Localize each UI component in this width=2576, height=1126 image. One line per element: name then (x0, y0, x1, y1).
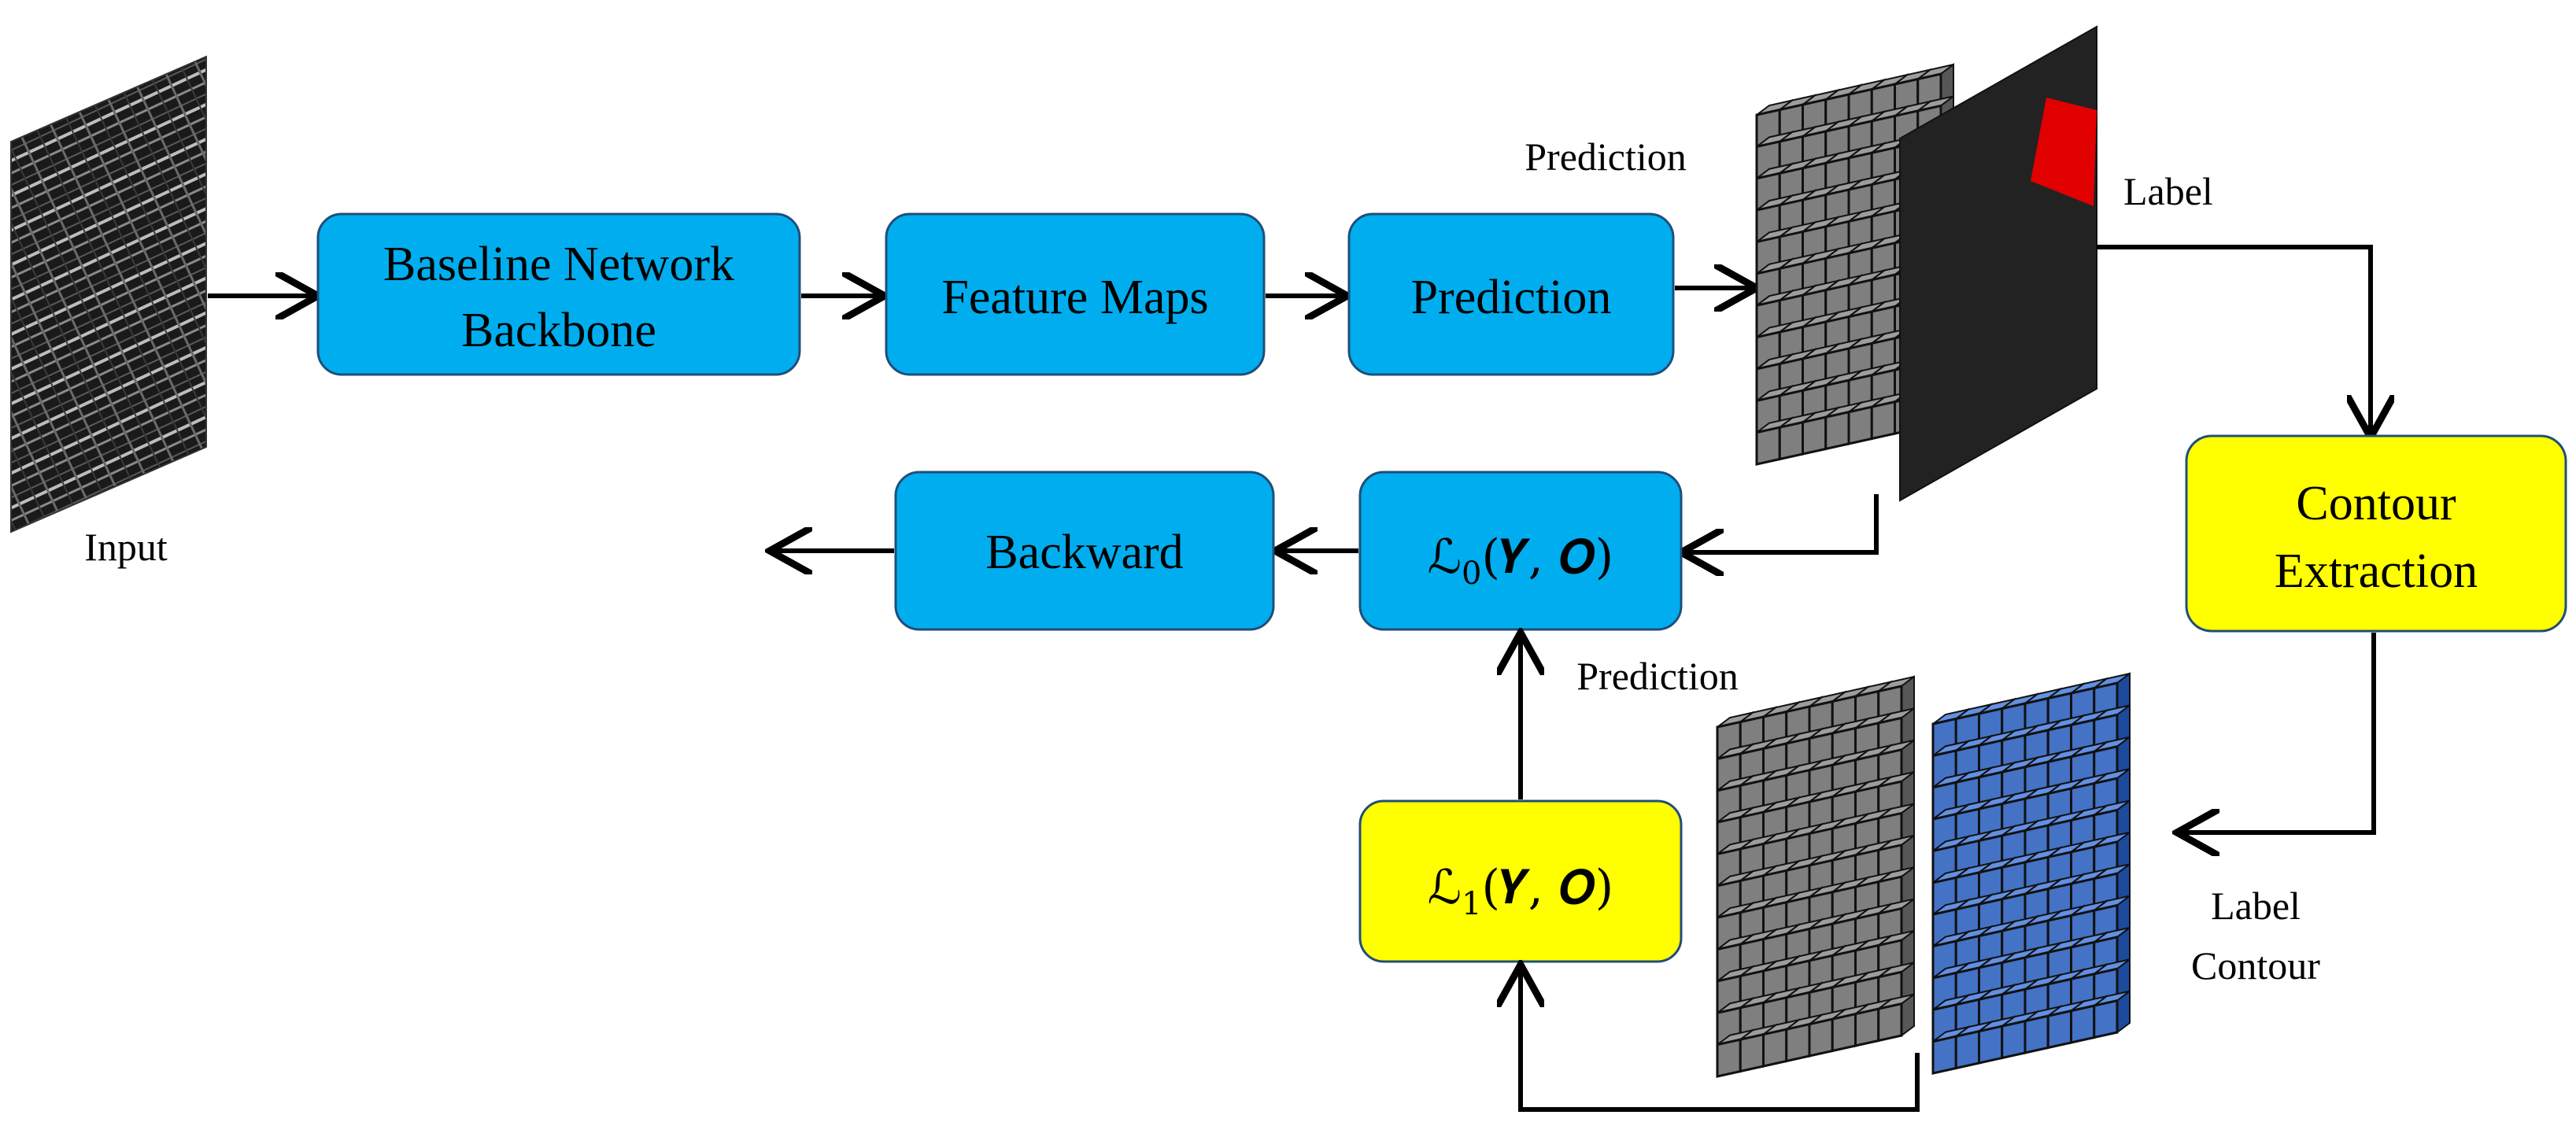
contour-grid-icon (1931, 672, 2131, 1075)
feature-maps-box: Feature Maps (885, 212, 1266, 376)
contour-extraction-line2: Extraction (2275, 545, 2478, 598)
loss0-formula: ℒ0(𝒀, 𝑶) (1428, 530, 1613, 592)
prediction-bottom-label: Prediction (1576, 654, 1739, 698)
arrow-label-to-contour (2097, 245, 2371, 433)
satellite-image-icon (10, 55, 207, 533)
backward-box: Backward (894, 471, 1275, 631)
label-contour-line2: Contour (2191, 943, 2320, 988)
input-label: Input (84, 525, 168, 569)
label-mask-icon (1899, 25, 2097, 502)
prediction-box-label: Prediction (1411, 271, 1612, 324)
arrow-contour-to-labelcontour (2182, 633, 2376, 833)
backward-label: Backward (985, 526, 1183, 579)
contour-extraction-line1: Contour (2296, 477, 2456, 530)
arrow-grids-to-loss1 (1521, 969, 1920, 1112)
contour-extraction-box: Contour Extraction (2185, 434, 2567, 633)
feature-maps-label: Feature Maps (941, 271, 1208, 324)
loss1-box: ℒ1(𝒀, 𝑶) (1358, 799, 1683, 963)
arrow-label-to-loss0 (1686, 494, 1879, 552)
backbone-line2: Backbone (461, 304, 656, 357)
label-top-label: Label (2123, 169, 2213, 213)
grid-tensor-icon (1716, 675, 1915, 1078)
loss0-box: ℒ0(𝒀, 𝑶) (1358, 471, 1683, 631)
prediction-top-label: Prediction (1525, 135, 1687, 179)
label-contour-line1: Label (2211, 884, 2301, 928)
backbone-line1: Baseline Network (383, 238, 734, 291)
prediction-box: Prediction (1347, 212, 1675, 376)
backbone-box: Baseline Network Backbone (316, 212, 801, 376)
loss1-formula: ℒ1(𝒀, 𝑶) (1428, 860, 1613, 922)
